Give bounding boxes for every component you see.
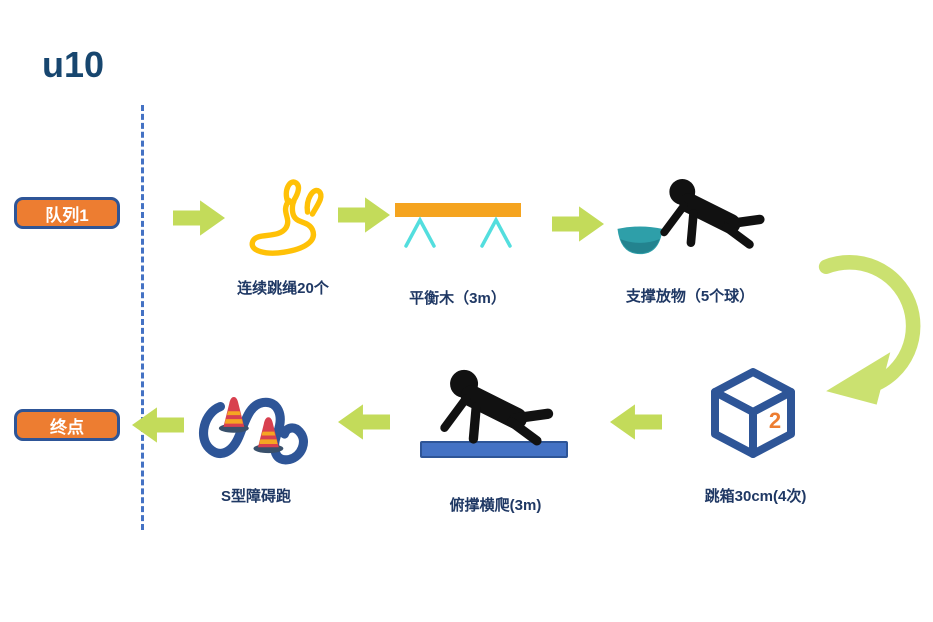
station-label: 支撑放物（5个球） [625, 288, 755, 305]
station-label: 跳箱30cm(4次) [704, 488, 807, 505]
traffic-cone-icon [253, 417, 284, 454]
s-obstacle-run-icon [198, 396, 308, 465]
finish-badge: 终点 [14, 409, 120, 441]
station-label: 平衡木（3m） [409, 290, 506, 307]
station-label: 俯撑横爬(3m) [449, 497, 542, 514]
queue-badge: 队列1 [14, 197, 120, 229]
curved-arrow-icon [818, 255, 921, 405]
arrow-left-icon [132, 407, 184, 443]
arrow-right-icon [338, 197, 390, 233]
arrow-left-icon [610, 404, 662, 440]
crawling-person-icon [440, 369, 554, 446]
crawl-mat [420, 441, 568, 458]
box-number: 2 [769, 408, 781, 433]
arrow-right-icon [173, 200, 225, 236]
start-line-divider [141, 105, 144, 530]
bowl-icon [617, 226, 663, 255]
arrow-right-icon [552, 206, 604, 242]
jump-box-icon: 2 [711, 368, 795, 458]
jump-rope-icon [249, 179, 324, 256]
station-label: S型障碍跑 [220, 488, 291, 505]
arrow-left-icon [338, 404, 390, 440]
traffic-cone-icon [218, 396, 249, 433]
station-label: 连续跳绳20个 [237, 280, 329, 297]
crawling-person-icon [660, 178, 765, 249]
balance-beam-icon [395, 203, 521, 248]
page-title: u10 [42, 44, 105, 85]
